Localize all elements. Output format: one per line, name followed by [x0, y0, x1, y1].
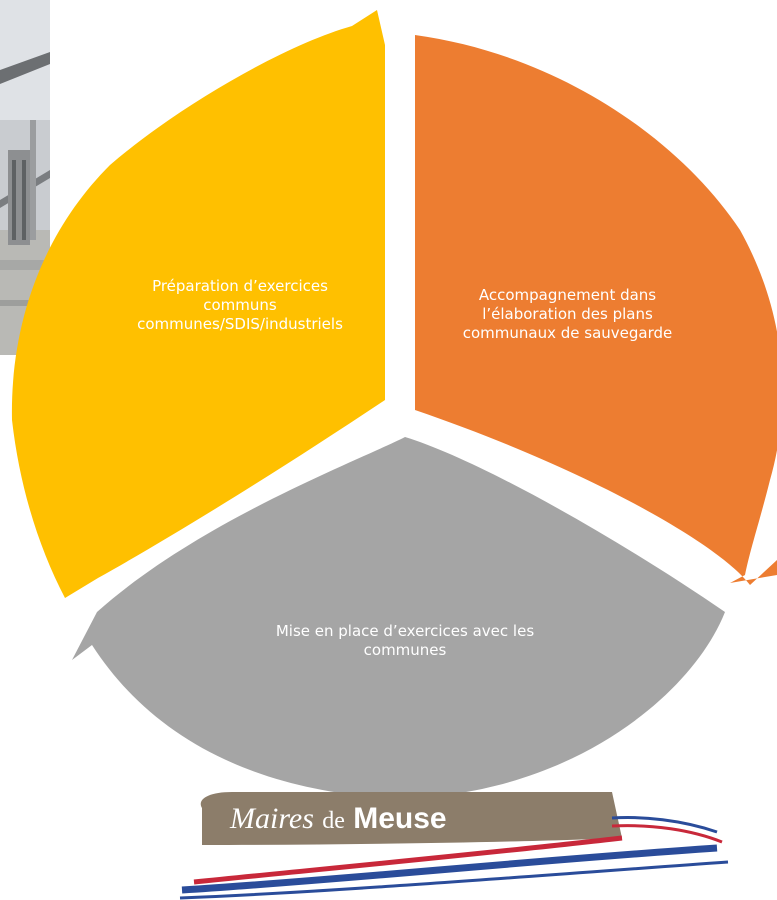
- segment-plans-communaux: [415, 35, 777, 585]
- logo-word-meuse: Meuse: [353, 802, 447, 835]
- segment-label-plans-communaux: Accompagnement dans l’élaboration des pl…: [462, 286, 673, 342]
- logo-word-maires: Maires: [230, 802, 314, 835]
- segment-exercices-communes: [72, 437, 725, 799]
- industrial-plant-photo: [0, 0, 50, 355]
- logo-text: Maires de Meuse: [230, 802, 447, 836]
- maires-de-meuse-logo: Maires de Meuse: [172, 790, 732, 900]
- segment-label-exercices-communs: Préparation d’exercices communs communes…: [137, 277, 343, 333]
- segment-exercices-communs: [11, 10, 386, 598]
- segment-label-exercices-communes: Mise en place d’exercices avec les commu…: [275, 622, 535, 659]
- logo-word-de: de: [322, 808, 345, 834]
